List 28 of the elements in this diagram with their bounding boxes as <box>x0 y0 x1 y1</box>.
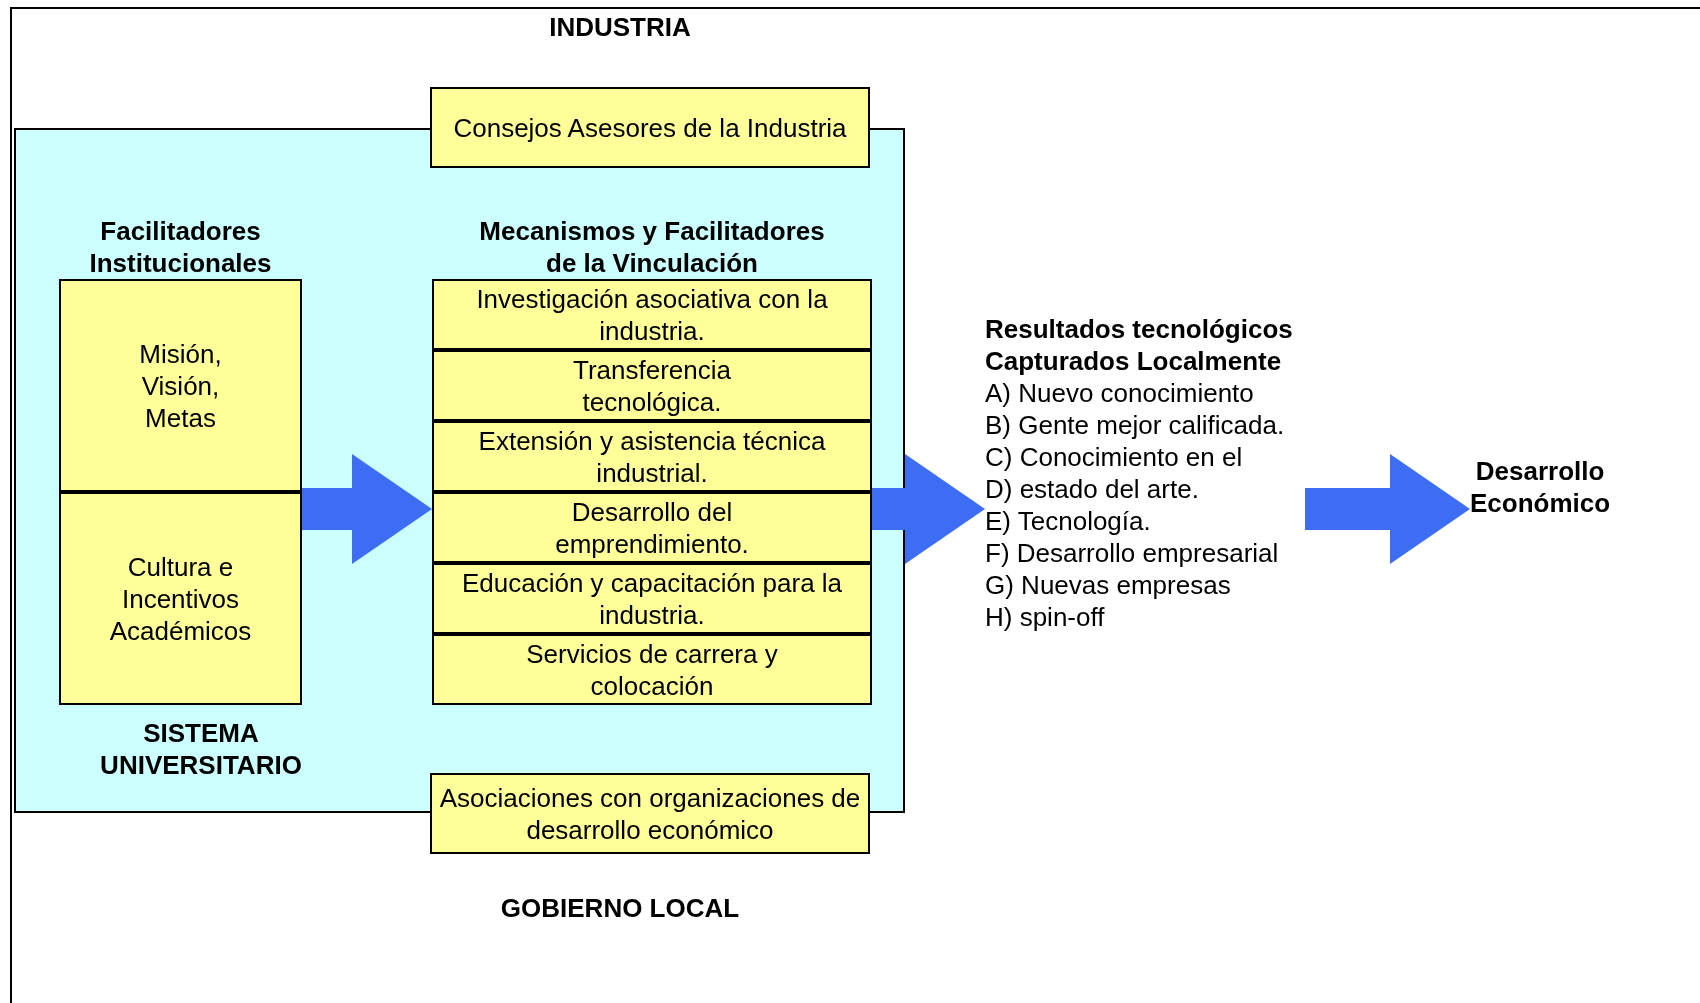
list-item: G) Nuevas empresas <box>985 569 1232 601</box>
list-item: D) estado del arte. <box>985 473 1200 505</box>
panel-title: SISTEMA UNIVERSITARIO <box>99 717 303 781</box>
list-item: E) Tecnología. <box>985 505 1152 537</box>
list-item: C) Conocimiento en el <box>985 441 1244 473</box>
text-box: Investigación asociativa con la industria. <box>432 279 872 350</box>
text-box: Asociaciones con organizaciones de desarrollo económico <box>430 773 870 854</box>
list-item: A) Nuevo conocimiento <box>985 377 1255 409</box>
text-box: Desarrollo del emprendimiento. <box>432 492 872 563</box>
text-box: Extensión y asistencia técnica industrial. <box>432 421 872 492</box>
text-box: Misión, Visión, Metas <box>59 279 302 492</box>
list-item: H) spin-off <box>985 601 1106 633</box>
text-box: Consejos Asesores de la Industria <box>430 87 870 168</box>
block-arrow <box>1305 454 1470 564</box>
region-label: INDUSTRIA <box>548 12 692 43</box>
block-arrow <box>302 454 432 564</box>
text-box: Servicios de carrera y colocación <box>432 634 872 705</box>
list-item: B) Gente mejor calificada. <box>985 409 1286 441</box>
text-box: Educación y capacitación para la industria. <box>432 563 872 634</box>
list-item: F) Desarrollo empresarial <box>985 537 1280 569</box>
list-heading: Resultados tecnológicos Capturados Localmente <box>985 313 1294 377</box>
column-heading: Facilitadores Institucionales <box>88 215 273 279</box>
text-box: Transferencia tecnológica. <box>432 350 872 421</box>
column-heading: Mecanismos y Facilitadores de la Vinculación <box>478 215 826 279</box>
region-label: GOBIERNO LOCAL <box>499 893 741 924</box>
block-arrow <box>872 454 985 564</box>
text-box: Cultura e Incentivos Académicos <box>59 492 302 705</box>
outcome-text: Desarrollo Económico <box>1470 455 1611 519</box>
